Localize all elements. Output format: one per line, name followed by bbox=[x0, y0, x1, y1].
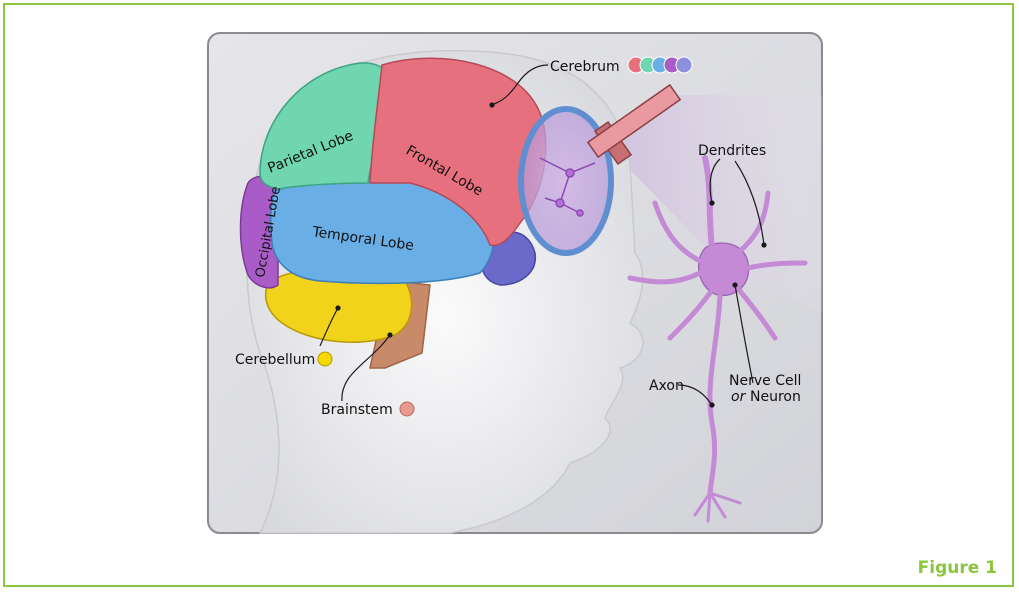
cerebrum-swatches bbox=[628, 57, 692, 73]
nerve-cell-label: Nerve Cell bbox=[729, 373, 801, 389]
cerebellum-label: Cerebellum bbox=[235, 352, 315, 368]
figure-number: Figure 1 bbox=[918, 558, 997, 578]
or-label: or bbox=[731, 389, 747, 405]
cerebellum-color-dot bbox=[318, 352, 332, 366]
neuron-label: Neuron bbox=[750, 389, 801, 405]
brain-neuron-illustration: Parietal Lobe Frontal Lobe Occipital Lob… bbox=[200, 23, 833, 543]
axon-label: Axon bbox=[649, 378, 684, 394]
cerebrum-label: Cerebrum bbox=[550, 59, 620, 75]
brainstem-label: Brainstem bbox=[321, 402, 393, 418]
dendrites-label: Dendrites bbox=[698, 143, 766, 159]
brainstem-color-dot bbox=[400, 402, 414, 416]
